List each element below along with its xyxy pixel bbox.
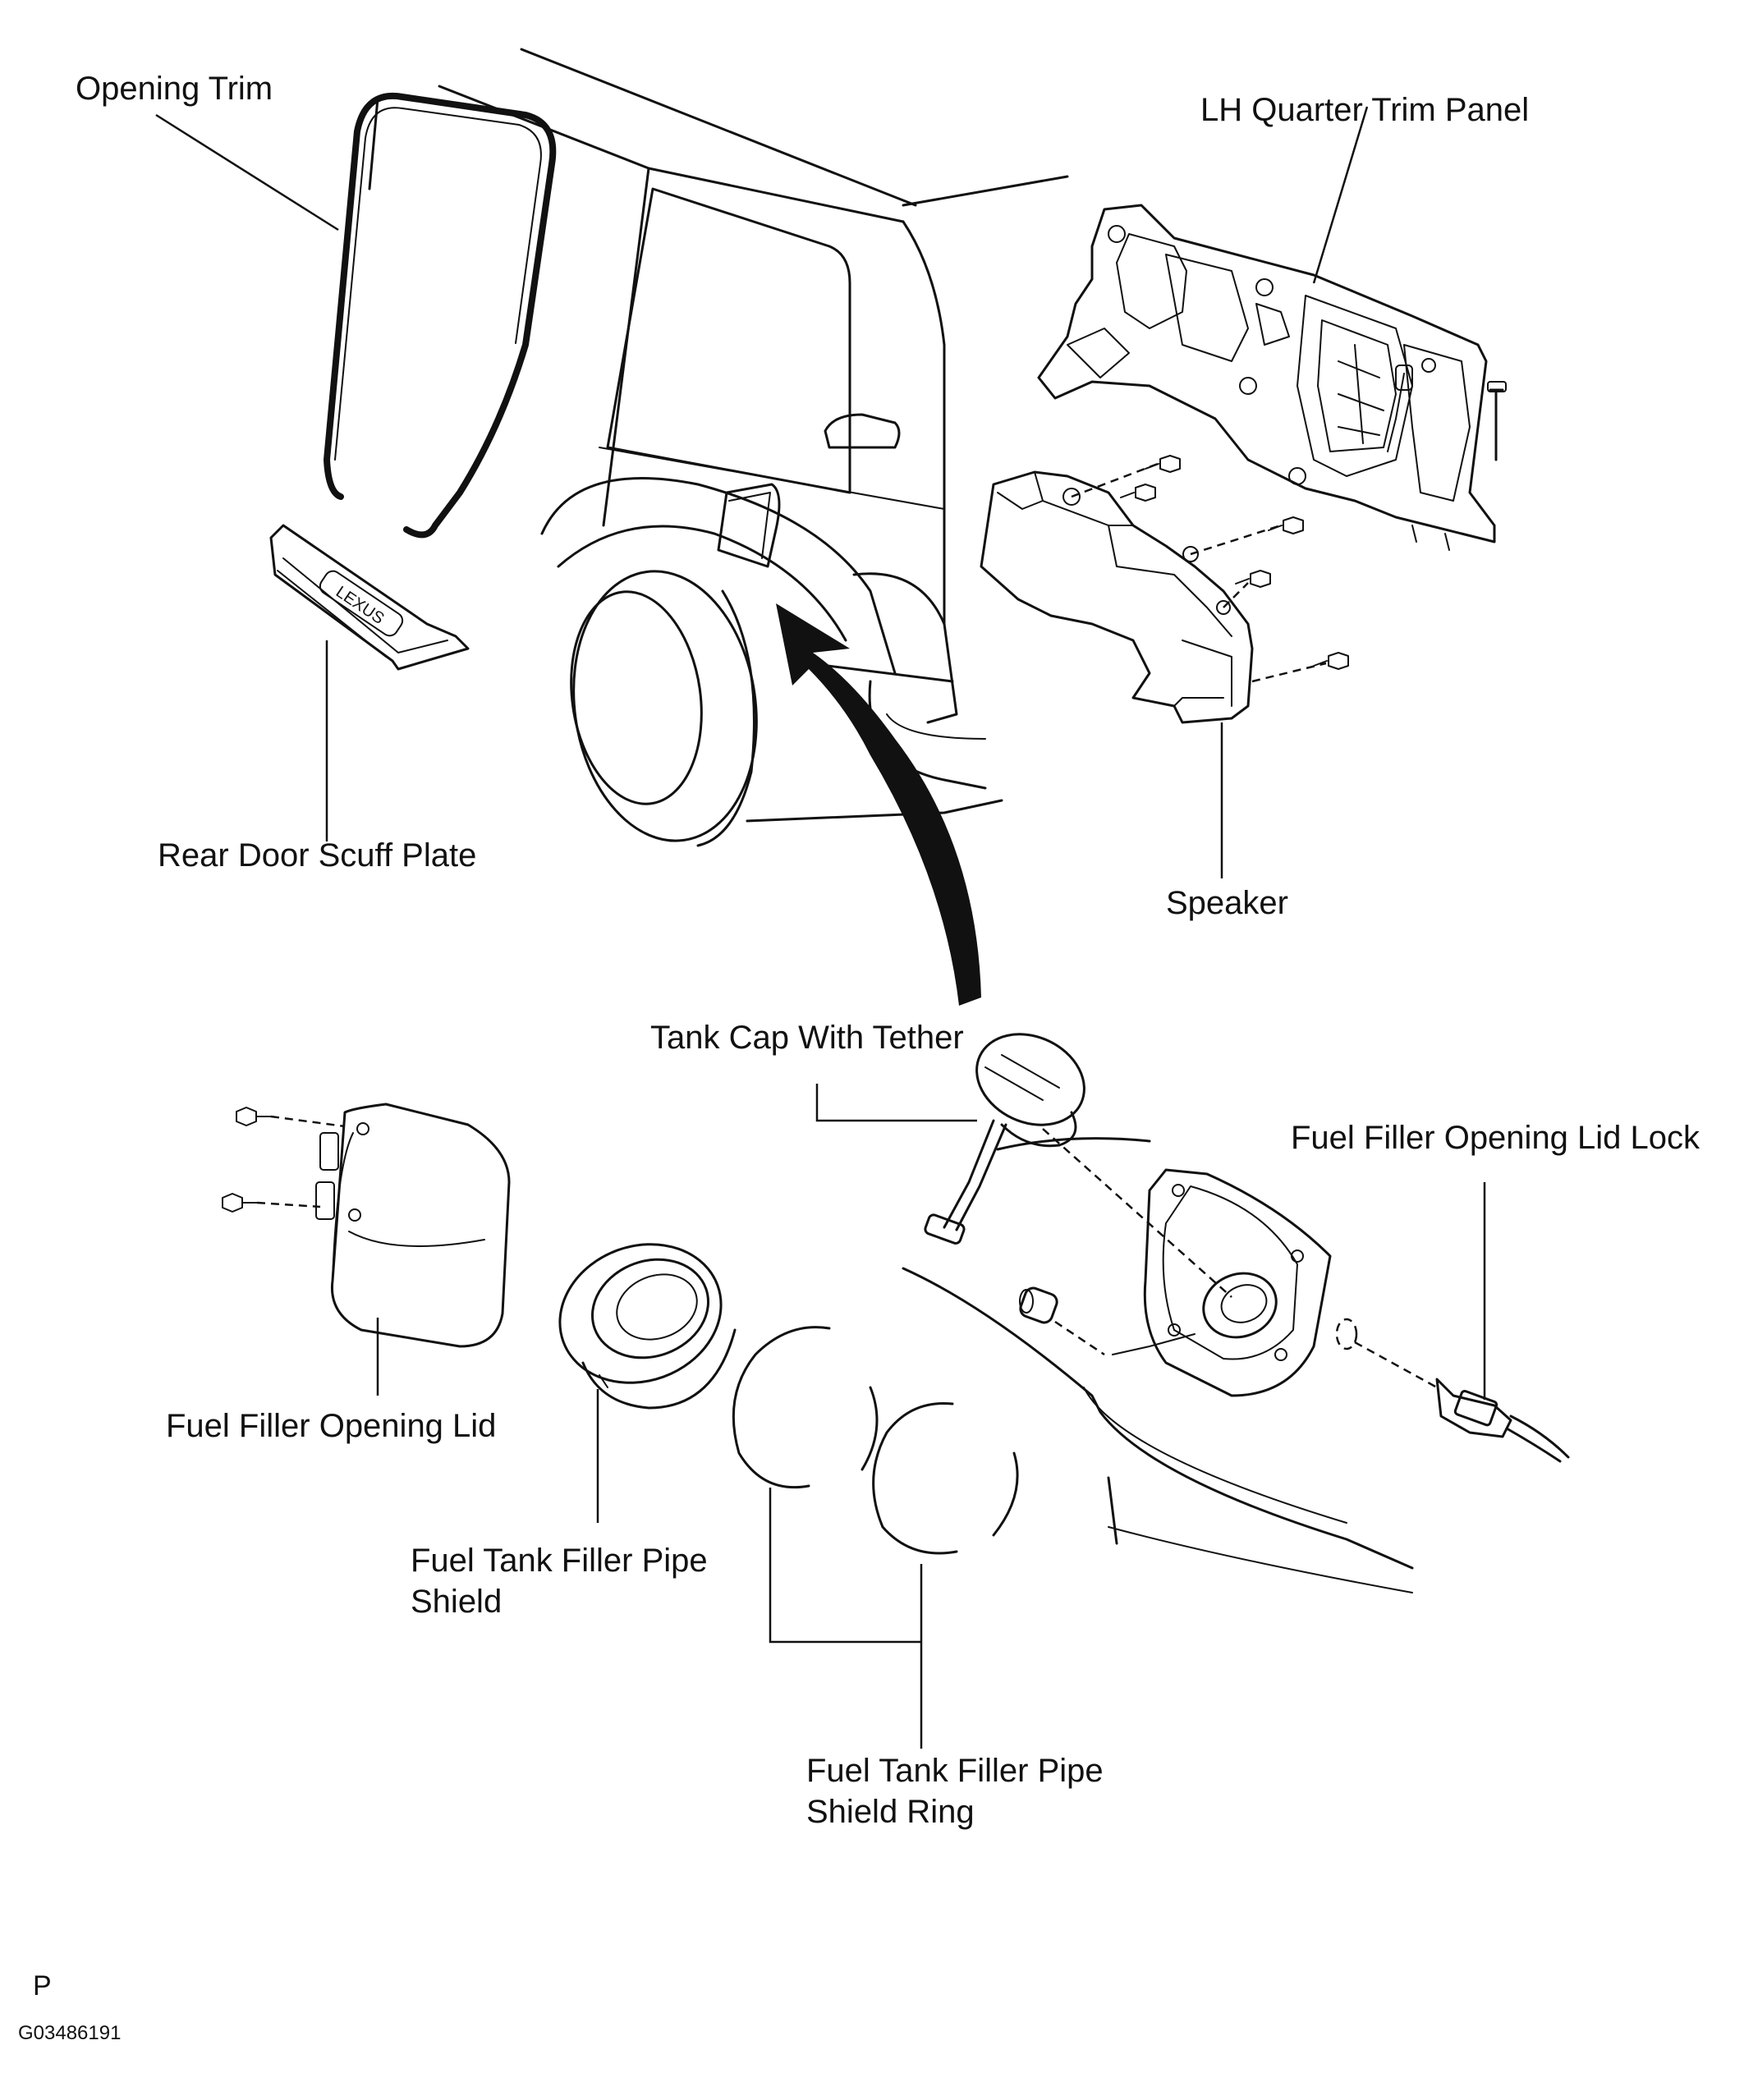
location-arrow — [776, 603, 981, 1006]
leader-lines — [155, 106, 1486, 1749]
label-fuel-filler-opening-lid-lock: Fuel Filler Opening Lid Lock — [1291, 1120, 1700, 1156]
filler-pipe-shield-rings-part — [732, 1326, 1019, 1555]
label-fuel-tank-filler-pipe-shield-ring-line2: Shield Ring — [806, 1794, 975, 1830]
label-speaker: Speaker — [1166, 885, 1288, 921]
fuel-filler-lid-lock-part — [1354, 1341, 1570, 1463]
label-fuel-filler-opening-lid: Fuel Filler Opening Lid — [166, 1408, 497, 1444]
label-fuel-tank-filler-pipe-shield-ring-line1: Fuel Tank Filler Pipe — [806, 1753, 1104, 1789]
opening-trim-part — [323, 92, 557, 539]
vehicle-body-illustration — [368, 48, 1069, 847]
label-fuel-tank-filler-pipe-shield-ring: Fuel Tank Filler Pipe Shield Ring — [806, 1750, 1104, 1832]
section-letter: P — [33, 1970, 52, 2001]
rear-door-scuff-plate-part: LEXUS — [269, 524, 470, 671]
fuel-tank-filler-pipe-shield-part — [558, 1243, 737, 1410]
speaker-bolts — [1071, 455, 1349, 683]
label-rear-door-scuff-plate: Rear Door Scuff Plate — [158, 837, 477, 873]
figure-code: G03486191 — [18, 2022, 122, 2044]
fuel-filler-opening-lid-part — [222, 1103, 511, 1348]
label-tank-cap-with-tether: Tank Cap With Tether — [650, 1020, 964, 1056]
label-opening-trim: Opening Trim — [76, 71, 273, 107]
label-fuel-tank-filler-pipe-shield: Fuel Tank Filler Pipe Shield — [411, 1540, 708, 1622]
label-fuel-tank-filler-pipe-shield-line1: Fuel Tank Filler Pipe — [411, 1543, 708, 1579]
label-fuel-tank-filler-pipe-shield-line2: Shield — [411, 1584, 503, 1620]
fuel-inlet-body-panel — [902, 1137, 1414, 1593]
lh-quarter-trim-panel-part — [1037, 204, 1507, 551]
tank-cap-with-tether-part — [924, 1033, 1232, 1298]
speaker-part — [980, 470, 1254, 724]
label-lh-quarter-trim-panel: LH Quarter Trim Panel — [1200, 92, 1530, 128]
